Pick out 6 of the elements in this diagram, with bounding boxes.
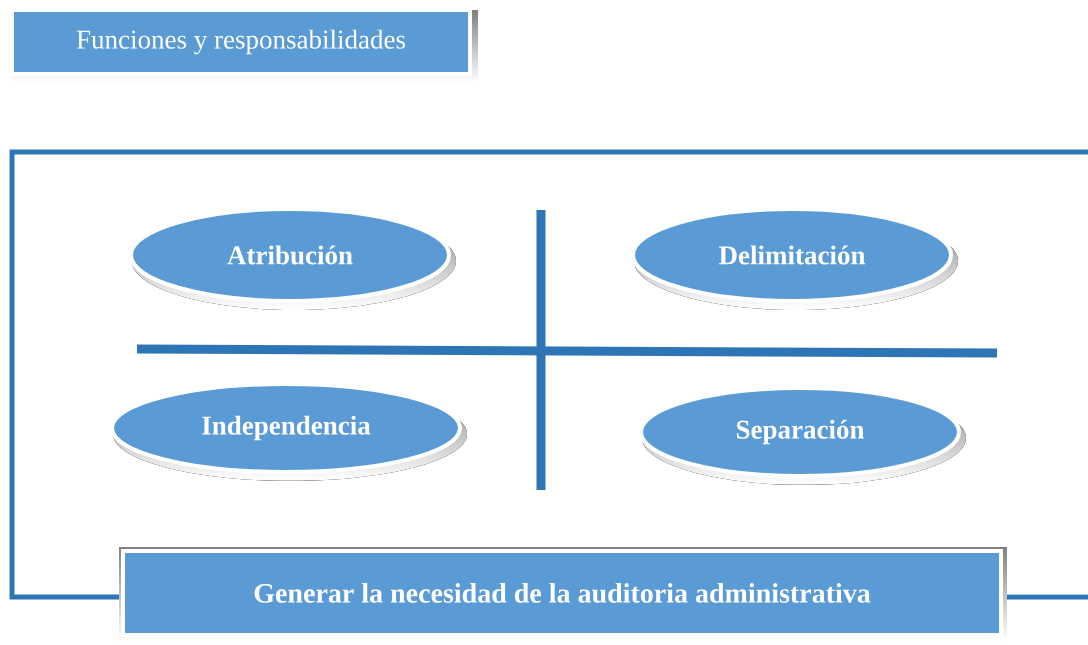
text-box: Generar la necesidad de la auditoria administrativa: [119, 547, 1007, 641]
title-box: Funciones y responsabilidades: [10, 8, 478, 83]
oval: Independencia: [110, 382, 467, 481]
oval: Separación: [639, 386, 966, 485]
oval: Delimitación: [631, 207, 958, 310]
oval: Atribución: [129, 207, 456, 310]
